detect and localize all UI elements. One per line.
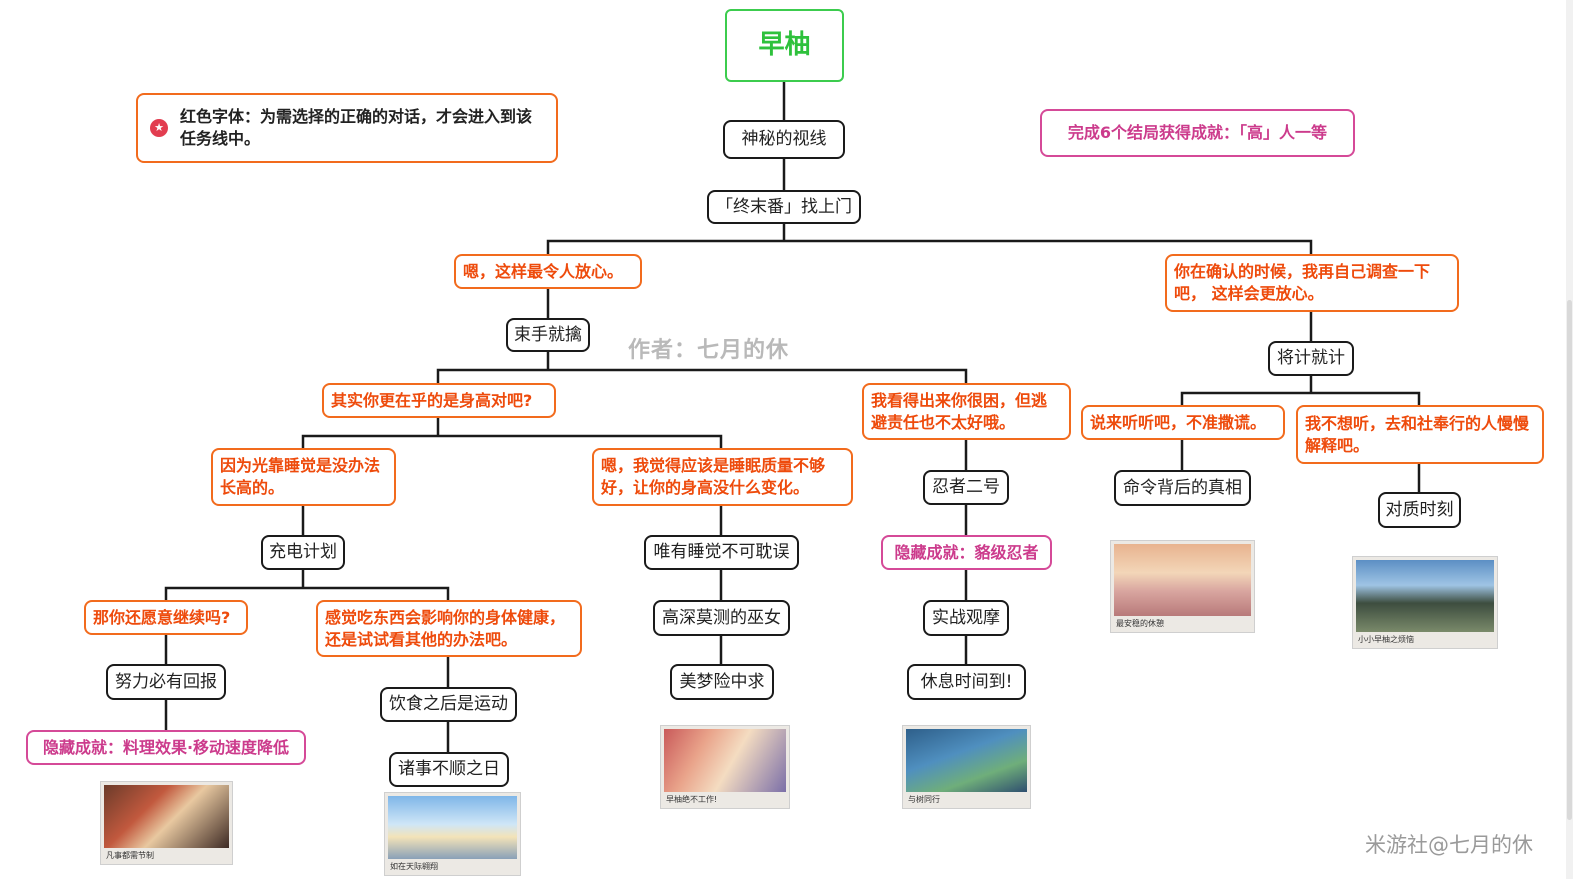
option-investigate-myself[interactable]: 你在确认的时候，我再自己调查一下吧， 这样会更放心。 [1165, 254, 1459, 312]
legend-note: ★ 红色字体：为需选择的正确的对话，才会进入到该任务线中。 [136, 93, 558, 163]
site-credit: 米游社@七月的休 [1365, 833, 1533, 857]
node-shrine-maiden[interactable]: 高深莫测的巫女 [653, 600, 790, 636]
ending-thumbnail[interactable]: 与树同行 [902, 725, 1031, 809]
hidden-achievement-ninja: 隐藏成就：貉级忍者 [881, 535, 1052, 570]
node-surrender[interactable]: 束手就擒 [506, 318, 590, 352]
star-icon: ★ [150, 119, 168, 137]
node-recharge-plan[interactable]: 充电计划 [261, 535, 345, 570]
node-confrontation[interactable]: 对质时刻 [1378, 492, 1461, 528]
node-dream-risk[interactable]: 美梦险中求 [670, 664, 774, 700]
ending-thumbnail[interactable]: 凡事都需节制 [100, 781, 233, 865]
ending-thumbnail[interactable]: 最安稳的休憩 [1110, 540, 1255, 633]
option-care-about-height[interactable]: 其实你更在乎的是身高对吧? [322, 383, 556, 418]
node-truth-behind-orders[interactable]: 命令背后的真相 [1114, 470, 1251, 506]
option-explain-to-bugyo[interactable]: 我不想听，去和社奉行的人慢慢解释吧。 [1296, 405, 1544, 464]
node-ninja-two[interactable]: 忍者二号 [923, 470, 1009, 505]
scrollbar-thumb[interactable] [1567, 300, 1572, 820]
ending-image [906, 729, 1027, 792]
node-observe-combat[interactable]: 实战观摩 [923, 600, 1009, 636]
node-shuumatsuban[interactable]: 「终末番」找上门 [707, 190, 861, 224]
node-bad-day[interactable]: 诸事不顺之日 [389, 752, 509, 787]
ending-image [664, 729, 786, 792]
node-sleep-first[interactable]: 唯有睡觉不可耽误 [644, 535, 799, 570]
hidden-achievement-cooking: 隐藏成就：料理效果·移动速度降低 [26, 730, 306, 765]
option-tell-me[interactable]: 说来听听吧，不准撒谎。 [1081, 405, 1285, 440]
ending-image [104, 785, 229, 848]
option-avoid-responsibility[interactable]: 我看得出来你很困，但逃避责任也不太好哦。 [862, 383, 1071, 440]
node-exercise-after-meal[interactable]: 饮食之后是运动 [380, 687, 517, 722]
ending-caption: 最安稳的休憩 [1116, 619, 1164, 628]
legend-text: 红色字体：为需选择的正确的对话，才会进入到该任务线中。 [180, 107, 533, 148]
node-play-along[interactable]: 将计就计 [1268, 341, 1354, 376]
ending-caption: 如在天际翱翔 [390, 862, 438, 871]
ending-thumbnail[interactable]: 早柚绝不工作! [660, 725, 790, 809]
ending-caption: 早柚绝不工作! [666, 795, 718, 804]
option-sleep-quality[interactable]: 嗯，我觉得应该是睡眠质量不够好，让你的身高没什么变化。 [592, 448, 853, 506]
author-watermark: 作者：七月的休 [628, 338, 790, 363]
node-break-time[interactable]: 休息时间到! [907, 664, 1026, 700]
option-food-health[interactable]: 感觉吃东西会影响你的身体健康，还是试试看其他的办法吧。 [316, 600, 582, 657]
ending-thumbnail[interactable]: 小小早柚之烦恼 [1352, 556, 1498, 649]
achievement-banner: 完成6个结局获得成就：「高」人一等 [1040, 109, 1355, 157]
ending-image [1114, 544, 1251, 616]
ending-caption: 小小早柚之烦恼 [1358, 635, 1414, 644]
root-node[interactable]: 早柚 [725, 9, 844, 82]
ending-image [388, 796, 517, 859]
ending-image [1356, 560, 1494, 632]
option-reassuring[interactable]: 嗯，这样最令人放心。 [454, 254, 642, 289]
ending-thumbnail[interactable]: 如在天际翱翔 [384, 792, 521, 876]
ending-caption: 凡事都需节制 [106, 851, 154, 860]
option-continue[interactable]: 那你还愿意继续吗? [84, 600, 248, 635]
node-mysterious-gaze[interactable]: 神秘的视线 [723, 120, 845, 159]
node-hard-work-pays[interactable]: 努力必有回报 [106, 664, 226, 700]
option-sleep-not-enough[interactable]: 因为光靠睡觉是没办法长高的。 [211, 448, 396, 506]
ending-caption: 与树同行 [908, 795, 940, 804]
